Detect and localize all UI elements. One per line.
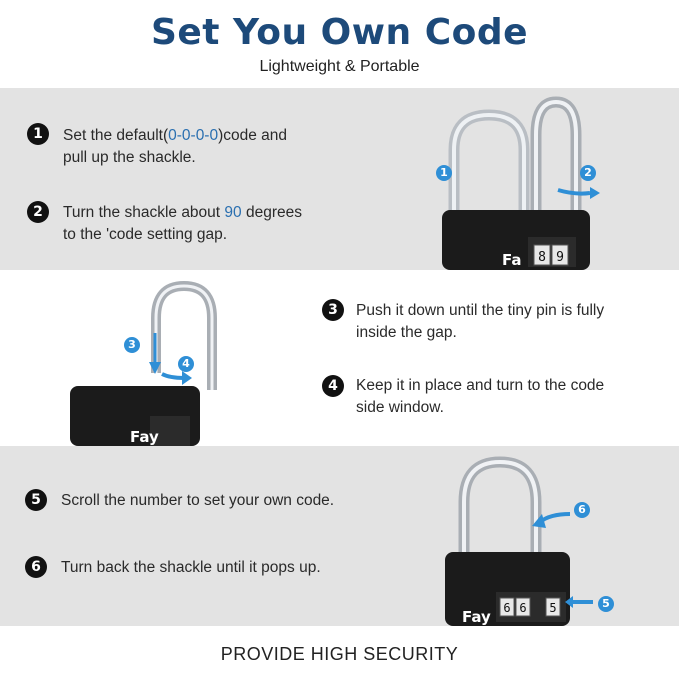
page-subtitle: Lightweight & Portable bbox=[259, 58, 420, 75]
step-4-line1: Keep it in place and turn to the code bbox=[356, 377, 605, 394]
footer-bar bbox=[0, 626, 679, 679]
lock-1-brand: Fa bbox=[502, 251, 522, 269]
step-4-text: Keep it in place and turn to the code si… bbox=[356, 375, 676, 419]
lock-3-dial-c: 5 bbox=[549, 601, 556, 615]
diagram-badge-5: 5 bbox=[598, 596, 614, 612]
step-2-text: Turn the shackle about 90 degrees to the… bbox=[63, 202, 383, 246]
step-5-text: Scroll the number to set your own code. bbox=[61, 490, 401, 512]
step-2-highlight: 90 bbox=[224, 204, 242, 221]
lock-3-dial-b: 6 bbox=[519, 601, 526, 615]
lock-illustration-1: 8 9 Fa bbox=[442, 96, 600, 270]
step-2-text-b: degrees bbox=[241, 204, 302, 221]
lock-1-dial-b: 9 bbox=[556, 250, 564, 265]
step-1-highlight: 0-0-0-0 bbox=[168, 127, 219, 144]
footer-text: PROVIDE HIGH SECURITY bbox=[220, 644, 459, 664]
step-3-line1: Push it down until the tiny pin is fully bbox=[356, 302, 605, 319]
step-5-number: 5 bbox=[25, 489, 47, 511]
step-2-number: 2 bbox=[27, 201, 49, 223]
step-4-line2: side window. bbox=[356, 399, 444, 416]
step-1-text: Set the default(0-0-0-0)code and pull up… bbox=[63, 125, 383, 169]
arrow-left-icon bbox=[565, 596, 593, 608]
diagram-badge-6: 6 bbox=[574, 502, 590, 518]
lock-3-dial-a: 6 bbox=[503, 601, 510, 615]
lock-illustration-2: Fay bbox=[70, 280, 217, 446]
step-1-line2: pull up the shackle. bbox=[63, 149, 196, 166]
step-1-text-a: Set the default( bbox=[63, 127, 169, 144]
diagram-badge-4: 4 bbox=[178, 356, 194, 372]
lock-2-brand: Fay bbox=[130, 428, 159, 446]
step-6-number: 6 bbox=[25, 556, 47, 578]
diagram-badge-1: 1 bbox=[436, 165, 452, 181]
step-6-line1: Turn back the shackle until it pops up. bbox=[61, 559, 321, 576]
diagram-badge-3: 3 bbox=[124, 337, 140, 353]
step-2-line2: to the 'code setting gap. bbox=[63, 226, 228, 243]
step-2-text-a: Turn the shackle about bbox=[63, 204, 225, 221]
step-1-number: 1 bbox=[27, 123, 49, 145]
step-6-text: Turn back the shackle until it pops up. bbox=[61, 557, 401, 579]
step-4-number: 4 bbox=[322, 375, 344, 397]
step-1-text-b: )code and bbox=[218, 127, 288, 144]
step-3-number: 3 bbox=[322, 299, 344, 321]
step-3-line2: inside the gap. bbox=[356, 324, 457, 341]
step-3-text: Push it down until the tiny pin is fully… bbox=[356, 300, 676, 344]
lock-illustration-3: 6 6 5 Fay bbox=[445, 456, 571, 626]
lock-3-brand: Fay bbox=[462, 608, 491, 626]
lock-1-dial-a: 8 bbox=[538, 250, 546, 265]
step-5-line1: Scroll the number to set your own code. bbox=[61, 492, 335, 509]
page-title: Set You Own Code bbox=[150, 12, 529, 53]
diagram-badge-2: 2 bbox=[580, 165, 596, 181]
